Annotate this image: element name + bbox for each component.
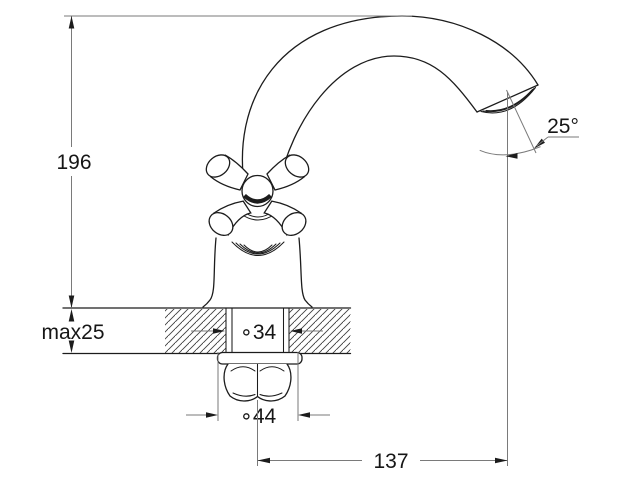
dimension-angle-25: 25° [479, 89, 579, 159]
cross-handle [205, 154, 310, 237]
arrowhead-down [68, 340, 75, 353]
arrowhead-right [495, 457, 508, 464]
arrowhead-up [68, 16, 75, 29]
spoke-cap-upper-right [284, 154, 310, 178]
dimension-base-diameter-44: ∘44 [186, 352, 330, 428]
aerator [480, 86, 537, 114]
dim-label-hole: ∘34 [240, 321, 277, 344]
angle-reference-line [506, 89, 537, 154]
faucet-body [202, 237, 313, 308]
angle-arc [479, 146, 541, 156]
dim-label-base: ∘44 [240, 405, 277, 428]
arrowhead-right [213, 328, 225, 334]
dim-label-deck: max25 [41, 321, 104, 344]
arrowhead-left [257, 457, 270, 464]
dim-label-angle: 25° [547, 115, 579, 138]
dimension-hole-diameter-34: ∘34 [191, 321, 323, 344]
arrowhead-up [68, 309, 75, 322]
spoke-cap-lower-left [208, 212, 234, 236]
arrowhead-left [298, 412, 310, 418]
fastening-nut [216, 351, 303, 402]
dimension-height-196: 196 [56, 15, 412, 308]
faucet-outline [62, 15, 539, 402]
arrowhead-right [206, 412, 218, 418]
spoke-cap-upper-left [205, 154, 231, 178]
arrowhead-down [68, 295, 75, 308]
arrowhead-on-arc-left [505, 153, 518, 159]
dimension-deck-max25: max25 [41, 309, 105, 353]
arrowhead-left [290, 328, 302, 334]
flange [216, 351, 303, 365]
dome-knurling [243, 193, 272, 204]
spoke-cap-lower-right [281, 212, 307, 236]
dim-label-height: 196 [56, 151, 91, 174]
dim-label-reach: 137 [373, 450, 408, 473]
